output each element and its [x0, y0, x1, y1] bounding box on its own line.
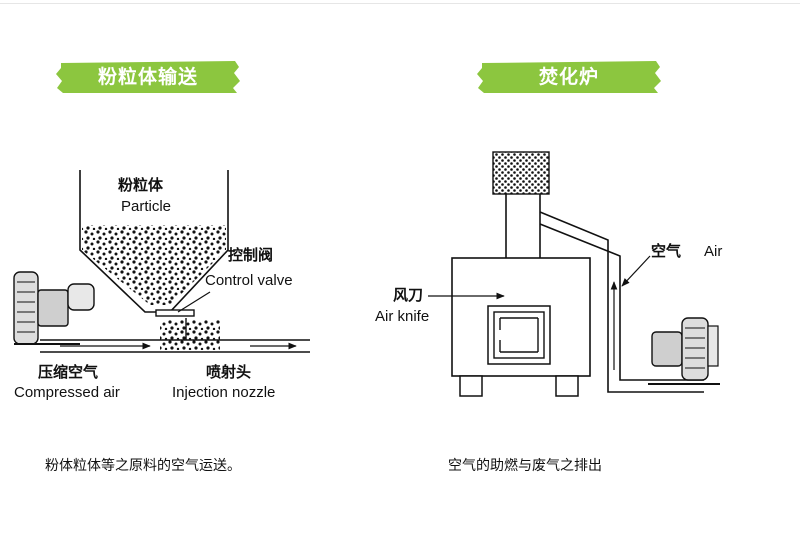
- label-compressed-air-cn: 压缩空气: [38, 363, 98, 381]
- label-control-valve-en: Control valve: [205, 272, 293, 289]
- label-air-knife-en: Air knife: [375, 308, 429, 325]
- label-injection-nozzle-en: Injection nozzle: [172, 384, 275, 401]
- label-air-knife-cn: 风刀: [393, 286, 423, 304]
- incinerator-body: [451, 257, 591, 397]
- label-injection-nozzle-cn: 喷射头: [206, 363, 251, 381]
- transport-pipe: [40, 318, 310, 353]
- banner-powder-conveying: 粉粒体输送: [55, 59, 241, 95]
- air-pointer-arrow: [621, 255, 651, 287]
- top-divider: [0, 3, 800, 4]
- label-compressed-air-en: Compressed air: [14, 384, 120, 401]
- label-air-cn: 空气: [651, 242, 681, 260]
- label-air-en: Air: [704, 243, 722, 260]
- label-control-valve-cn: 控制阀: [228, 246, 273, 264]
- control-valve-plate: [155, 291, 211, 317]
- air-duct: [539, 211, 704, 393]
- banner-title: 粉粒体输送: [97, 66, 198, 88]
- banner-title: 焚化炉: [538, 66, 599, 88]
- banner-brush-shape: [477, 61, 661, 93]
- banner-incinerator: 焚化炉: [476, 59, 662, 95]
- caption-powder-conveying: 粉体粒体等之原料的空气运送。: [45, 458, 241, 474]
- label-particle-en: Particle: [121, 198, 171, 215]
- chimney: [505, 194, 541, 258]
- label-particle-cn: 粉粒体: [118, 176, 164, 194]
- blower-left: [13, 271, 95, 345]
- banner-brush-shape: [56, 61, 240, 93]
- caption-incinerator: 空气的助燃与废气之排出: [448, 458, 602, 474]
- exhaust-filter: [492, 151, 550, 195]
- blower-right: [648, 317, 720, 385]
